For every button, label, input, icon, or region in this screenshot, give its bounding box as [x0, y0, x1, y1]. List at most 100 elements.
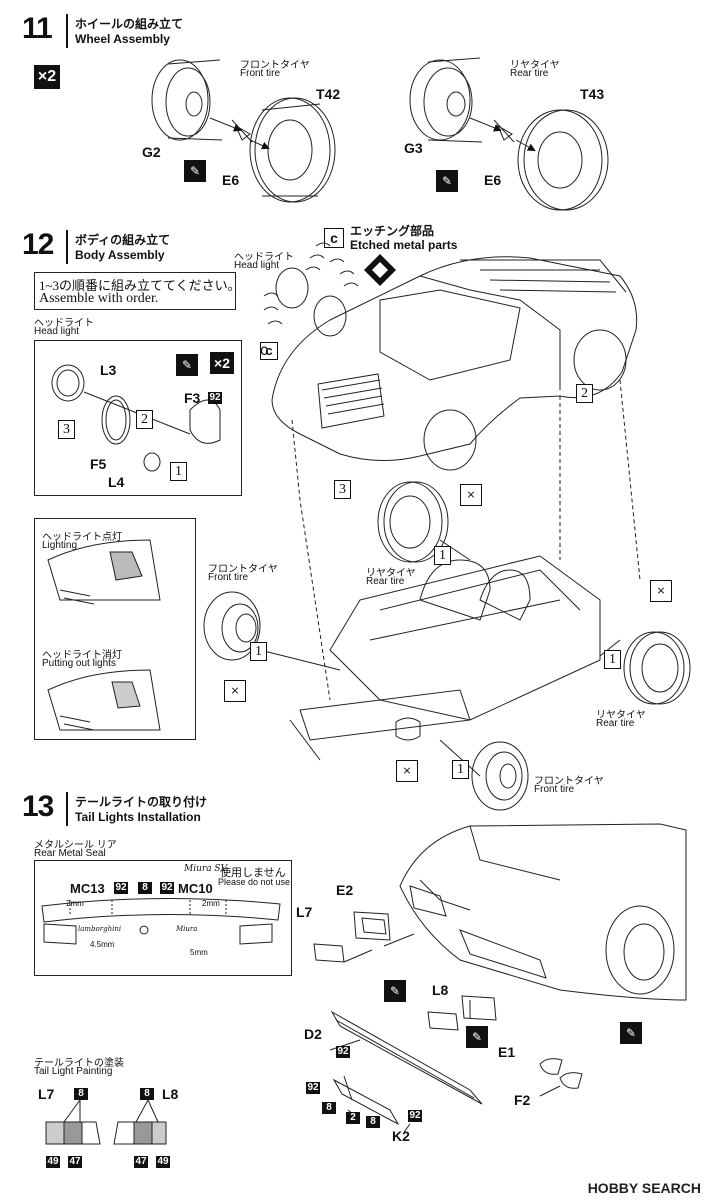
- cement-icon: ✎: [384, 980, 406, 1002]
- putting-out-label-jp: ヘッドライト消灯: [42, 650, 122, 661]
- part-f3: F3: [184, 390, 201, 406]
- tail-painting-label-jp: テールライトの塗装: [34, 1058, 124, 1069]
- order-note-box: 1~3の順番に組み立ててください。 Assemble with order.: [34, 272, 241, 310]
- paint-chip-92: 92: [208, 392, 222, 404]
- front-tire-label-jp: フロントタイヤ: [208, 564, 278, 575]
- s11-front-tire-jp: フロントタイヤ: [240, 60, 310, 71]
- rear-tire-label-jp: リヤタイヤ: [366, 568, 416, 579]
- paint-chip-49: 49: [46, 1156, 60, 1168]
- miura-sv-badge: Miura SV: [184, 864, 228, 874]
- cement-icon: ✎: [436, 170, 458, 192]
- s11-rear-tire-jp: リヤタイヤ: [510, 60, 560, 71]
- lighting-label-jp: ヘッドライト点灯: [42, 532, 122, 543]
- rear-tire-label-en: Rear tire: [366, 576, 405, 587]
- metal-seal-label-en: Rear Metal Seal: [34, 848, 106, 859]
- part-f2: F2: [514, 1092, 531, 1108]
- tail-painting-label-en: Tail Light Painting: [34, 1066, 113, 1077]
- no-cement-icon: ⨯: [224, 680, 246, 702]
- no-cement-icon: ⨯: [460, 484, 482, 506]
- dimension-2mm-left: 2mm: [66, 899, 84, 908]
- paint-chip-47: 47: [134, 1156, 148, 1168]
- part-l3: L3: [100, 362, 117, 378]
- no-cement-icon: ⨯: [650, 580, 672, 602]
- paint-chip-92-k2: 92: [306, 1082, 320, 1094]
- order-badge-3: 3: [58, 420, 75, 439]
- part-e6-front: E6: [222, 172, 240, 188]
- watermark: HOBBY SEARCH: [587, 1180, 701, 1196]
- etched-title-en: Etched metal parts: [350, 238, 458, 252]
- metal-seal-label-jp: メタルシール リア: [34, 840, 117, 851]
- paint-chip-8-k2: 8: [322, 1102, 336, 1114]
- step-11-title-jp: ホイールの組み立て: [75, 17, 184, 31]
- headlight-label-en: Head light: [234, 260, 280, 271]
- part-e2: E2: [336, 882, 354, 898]
- front-tire2-label-en: Front tire: [534, 784, 575, 795]
- step-12-title-en: Body Assembly: [75, 248, 165, 262]
- dimension-2mm-right: 2mm: [202, 899, 220, 908]
- dimension-4-5mm: 4.5mm: [90, 940, 115, 949]
- paint-chip-8-k2b: 8: [366, 1116, 380, 1128]
- paint-chip-8: 8: [138, 882, 152, 894]
- part-g2: G2: [142, 144, 161, 160]
- paint-chip-49: 49: [156, 1156, 170, 1168]
- paint-chip-92-d2: 92: [336, 1046, 350, 1058]
- paint-chip-92: 92: [114, 882, 128, 894]
- front-tire-label-en: Front tire: [208, 572, 249, 583]
- no-cement-icon: ⨯: [396, 760, 418, 782]
- s11-front-tire-en: Front tire: [240, 68, 281, 79]
- paint-chip-8: 8: [74, 1088, 88, 1100]
- step-13-divider: [66, 792, 68, 826]
- emblem-lamborghini: lamborghini: [78, 925, 122, 933]
- step-11-title-en: Wheel Assembly: [75, 32, 170, 46]
- body-order-3: 3: [334, 480, 351, 499]
- dimension-5mm: 5mm: [190, 948, 208, 957]
- headlight-box-label-en: Head light: [34, 326, 80, 337]
- emblem-miura: Miura: [176, 925, 198, 933]
- part-e6-rear: E6: [484, 172, 502, 188]
- order-badge-1: 1: [170, 462, 187, 481]
- part-l8: L8: [432, 982, 449, 998]
- order-note-jp: 1~3の順番に組み立ててください。: [39, 278, 241, 293]
- part-l7: L7: [296, 904, 313, 920]
- part-t42: T42: [316, 86, 341, 102]
- front-tire-order-1: 1: [250, 642, 267, 661]
- cement-icon: ✎: [184, 160, 206, 182]
- step-13-number: 13: [22, 790, 54, 823]
- step-11-multiplier: ×2: [34, 65, 60, 89]
- not-use-en: Please do not use: [218, 877, 291, 887]
- step-13-title-en: Tail Lights Installation: [75, 810, 201, 824]
- lighting-label-en: Lighting: [42, 540, 78, 551]
- headlight-label-jp: ヘッドライト: [234, 252, 294, 263]
- part-e1: E1: [498, 1044, 516, 1060]
- part-f5: F5: [90, 456, 107, 472]
- paint-chip-8: 8: [140, 1088, 154, 1100]
- front-tire2-order-1: 1: [452, 760, 469, 779]
- cement-icon: ✎: [466, 1026, 488, 1048]
- front-tire2-label-jp: フロントタイヤ: [534, 776, 604, 787]
- step-12-title-jp: ボディの組み立て: [75, 233, 171, 247]
- rear-tire2-order-1: 1: [604, 650, 621, 669]
- part-d2: D2: [304, 1026, 322, 1042]
- body-order-2: 2: [576, 384, 593, 403]
- s11-rear-tire-en: Rear tire: [510, 68, 549, 79]
- step-11-number: 11: [22, 12, 53, 45]
- cement-icon: ✎: [620, 1022, 642, 1044]
- rear-tire-order-1: 1: [434, 546, 451, 565]
- part-c-badge: c: [260, 342, 278, 360]
- step-13-title-jp: テールライトの取り付け: [75, 795, 208, 809]
- cement-icon: ✎: [176, 354, 198, 376]
- tail-painting-l7: L7: [38, 1086, 55, 1102]
- paint-chip-92: 92: [160, 882, 174, 894]
- order-note-en: Assemble with order.: [39, 291, 159, 306]
- paint-chip-92-k2b: 92: [408, 1110, 422, 1122]
- metal-seal-mc13: MC13: [70, 881, 105, 896]
- rear-tire2-label-jp: リヤタイヤ: [596, 710, 646, 721]
- putting-out-label-en: Putting out lights: [42, 658, 116, 669]
- part-k2: K2: [392, 1128, 410, 1144]
- step-12-number: 12: [22, 228, 54, 261]
- part-l4: L4: [108, 474, 125, 490]
- paint-chip-47: 47: [68, 1156, 82, 1168]
- lighting-box: [34, 518, 196, 740]
- etched-badge: c: [324, 228, 344, 248]
